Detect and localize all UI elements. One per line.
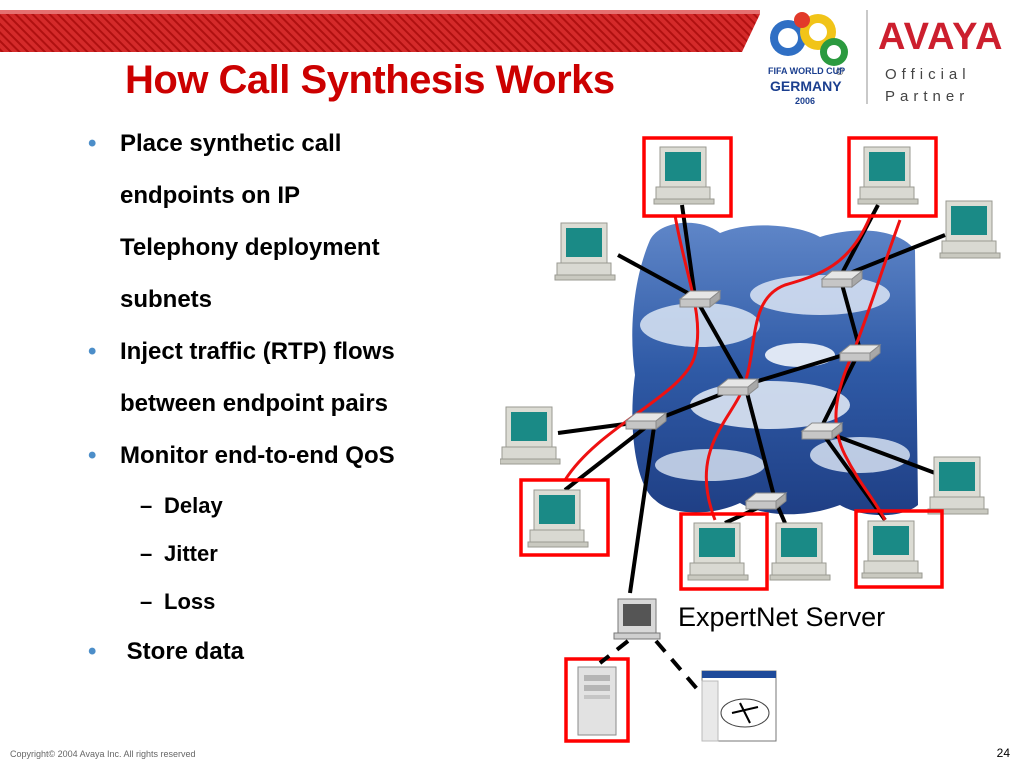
fifa-world-cup-logo	[770, 12, 848, 66]
management-links	[598, 639, 700, 692]
network-cloud	[632, 222, 918, 516]
desktop-computer-icon	[500, 406, 561, 465]
link-line	[818, 428, 887, 522]
bullet-marker: •	[88, 638, 97, 665]
fifa-germany-text: GERMANY	[770, 78, 842, 94]
bullet-line: Inject traffic (RTP) flows	[120, 338, 395, 365]
sub-bullet-text: Delay	[164, 493, 223, 518]
top-banner-edge	[0, 10, 760, 14]
highlight-box	[564, 657, 630, 743]
sub-bullet-item: – Jitter	[88, 530, 508, 578]
copyright-mark: ©	[836, 67, 844, 78]
top-banner	[0, 10, 760, 52]
link-line	[617, 253, 696, 299]
bullet-item: • Store data	[88, 626, 508, 678]
desktop-computer-icon	[927, 456, 989, 515]
highlight-boxes	[519, 136, 944, 743]
bullet-line: Store data	[120, 638, 245, 665]
screenshot-window-icon	[701, 670, 777, 742]
link-line	[628, 419, 657, 594]
expertnet-server	[613, 598, 661, 640]
sub-bullet-marker: –	[140, 589, 153, 614]
page-number: 24	[996, 746, 1010, 760]
highlight-box	[519, 478, 610, 557]
link-line	[680, 204, 697, 298]
desktop-computer-icon	[554, 222, 616, 281]
network-links	[557, 204, 946, 594]
link-line	[693, 296, 747, 386]
highlight-box	[679, 512, 769, 591]
desktop-computer-icon	[687, 522, 749, 581]
link-line	[839, 233, 946, 279]
highlight-box	[847, 136, 938, 218]
avaya-logo: AVAYA	[878, 16, 1004, 58]
sub-bullet-item: – Delay	[88, 482, 508, 530]
call-path	[704, 216, 872, 521]
sub-bullet-text: Jitter	[164, 541, 218, 566]
sub-bullet-item: – Loss	[88, 578, 508, 626]
bullet-line: Monitor end-to-end QoS	[120, 442, 395, 469]
bullet-list: • Place synthetic call endpoints on IP T…	[88, 118, 508, 678]
official-text: Official	[885, 66, 971, 83]
call-path	[834, 219, 902, 521]
bullet-line: Place synthetic call	[120, 130, 342, 157]
bullet-line: endpoints on IP	[120, 182, 300, 209]
logo-divider	[866, 10, 868, 104]
dashed-link	[598, 639, 630, 665]
desktop-computer-icon	[939, 200, 1001, 259]
network-diagram	[500, 136, 1001, 743]
bullet-marker: •	[88, 338, 97, 365]
highlight-box	[854, 509, 944, 589]
bullet-line: subnets	[120, 286, 213, 313]
server-tower-icon	[577, 666, 617, 736]
bullet-marker: •	[88, 130, 97, 157]
link-line	[743, 384, 777, 501]
bullet-marker: •	[88, 442, 97, 469]
expertnet-server-label: ExpertNet Server	[678, 602, 886, 632]
dashed-link	[654, 639, 700, 692]
call-path	[563, 214, 700, 481]
desktop-computer-icon	[527, 489, 589, 548]
call-paths	[563, 214, 902, 521]
highlight-box	[642, 136, 733, 218]
copyright-footer: Copyright© 2004 Avaya Inc. All rights re…	[10, 749, 196, 759]
bullet-item: • Place synthetic call endpoints on IP T…	[88, 118, 508, 326]
desktop-computer-icon	[769, 522, 831, 581]
partner-text: Partner	[885, 88, 970, 105]
bullet-item: • Monitor end-to-end QoS	[88, 430, 508, 482]
desktop-computer-icon	[653, 146, 715, 205]
top-banner-stripe	[0, 14, 760, 52]
link-line	[838, 276, 862, 351]
desktop-computer-icon	[861, 520, 923, 579]
bullet-line: Telephony deployment	[120, 234, 380, 261]
bullet-line: between endpoint pairs	[120, 390, 389, 417]
slide-title: How Call Synthesis Works	[125, 58, 615, 102]
sub-bullet-text: Loss	[164, 589, 216, 614]
fifa-year-text: 2006	[795, 96, 816, 106]
desktop-computer-icon	[857, 146, 919, 205]
fifa-world-cup-text: FIFA WORLD CUP	[768, 66, 846, 76]
sub-bullet-marker: –	[140, 493, 153, 518]
bullet-item: • Inject traffic (RTP) flows between end…	[88, 326, 508, 430]
sub-bullet-marker: –	[140, 541, 153, 566]
